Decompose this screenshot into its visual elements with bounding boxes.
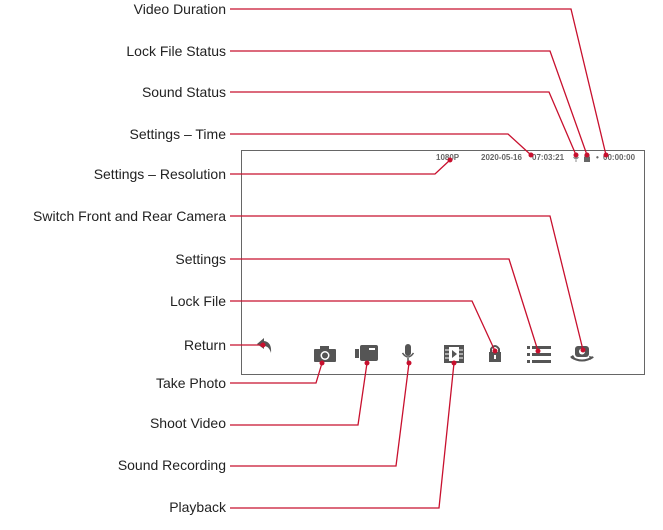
callout-playback: [230, 362, 455, 509]
video-camera-icon[interactable]: [355, 344, 379, 362]
label-lock-file-status: Lock File Status: [126, 43, 226, 59]
date-status[interactable]: 2020-05-16: [481, 153, 522, 162]
callout-video-duration: [230, 8, 607, 156]
sound-status-icon: [573, 152, 579, 162]
callout-sound-recording: [230, 362, 410, 467]
label-settings-resolution: Settings – Resolution: [93, 166, 226, 182]
rotate-camera-icon[interactable]: [569, 344, 595, 364]
camera-icon[interactable]: [313, 345, 337, 363]
label-return: Return: [183, 337, 226, 353]
lock-status-icon: [584, 152, 590, 162]
duration-status: 00:00:00: [603, 153, 636, 162]
callout-sound-status: [230, 91, 577, 156]
film-play-icon[interactable]: [444, 345, 464, 363]
label-take-photo: Take Photo: [155, 375, 226, 391]
microphone-icon[interactable]: [401, 344, 415, 364]
callout-lock-file-status: [230, 50, 588, 156]
time-status[interactable]: 07:03:21: [532, 153, 565, 162]
label-playback: Playback: [169, 499, 226, 515]
label-lock-file: Lock File: [169, 293, 226, 309]
label-settings-time: Settings – Time: [129, 126, 227, 142]
label-video-duration: Video Duration: [133, 1, 226, 17]
label-switch-camera: Switch Front and Rear Camera: [33, 208, 226, 224]
return-arrow-icon[interactable]: [255, 336, 275, 356]
list-menu-icon[interactable]: [527, 346, 551, 363]
camera-screen: [241, 150, 645, 375]
label-settings: Settings: [175, 251, 226, 267]
label-shoot-video: Shoot Video: [149, 415, 226, 431]
recording-dot: •: [596, 153, 599, 162]
label-sound-status: Sound Status: [141, 84, 226, 100]
lock-icon[interactable]: [488, 344, 502, 363]
resolution-status[interactable]: 1080P: [436, 153, 460, 162]
label-sound-recording: Sound Recording: [117, 457, 226, 473]
